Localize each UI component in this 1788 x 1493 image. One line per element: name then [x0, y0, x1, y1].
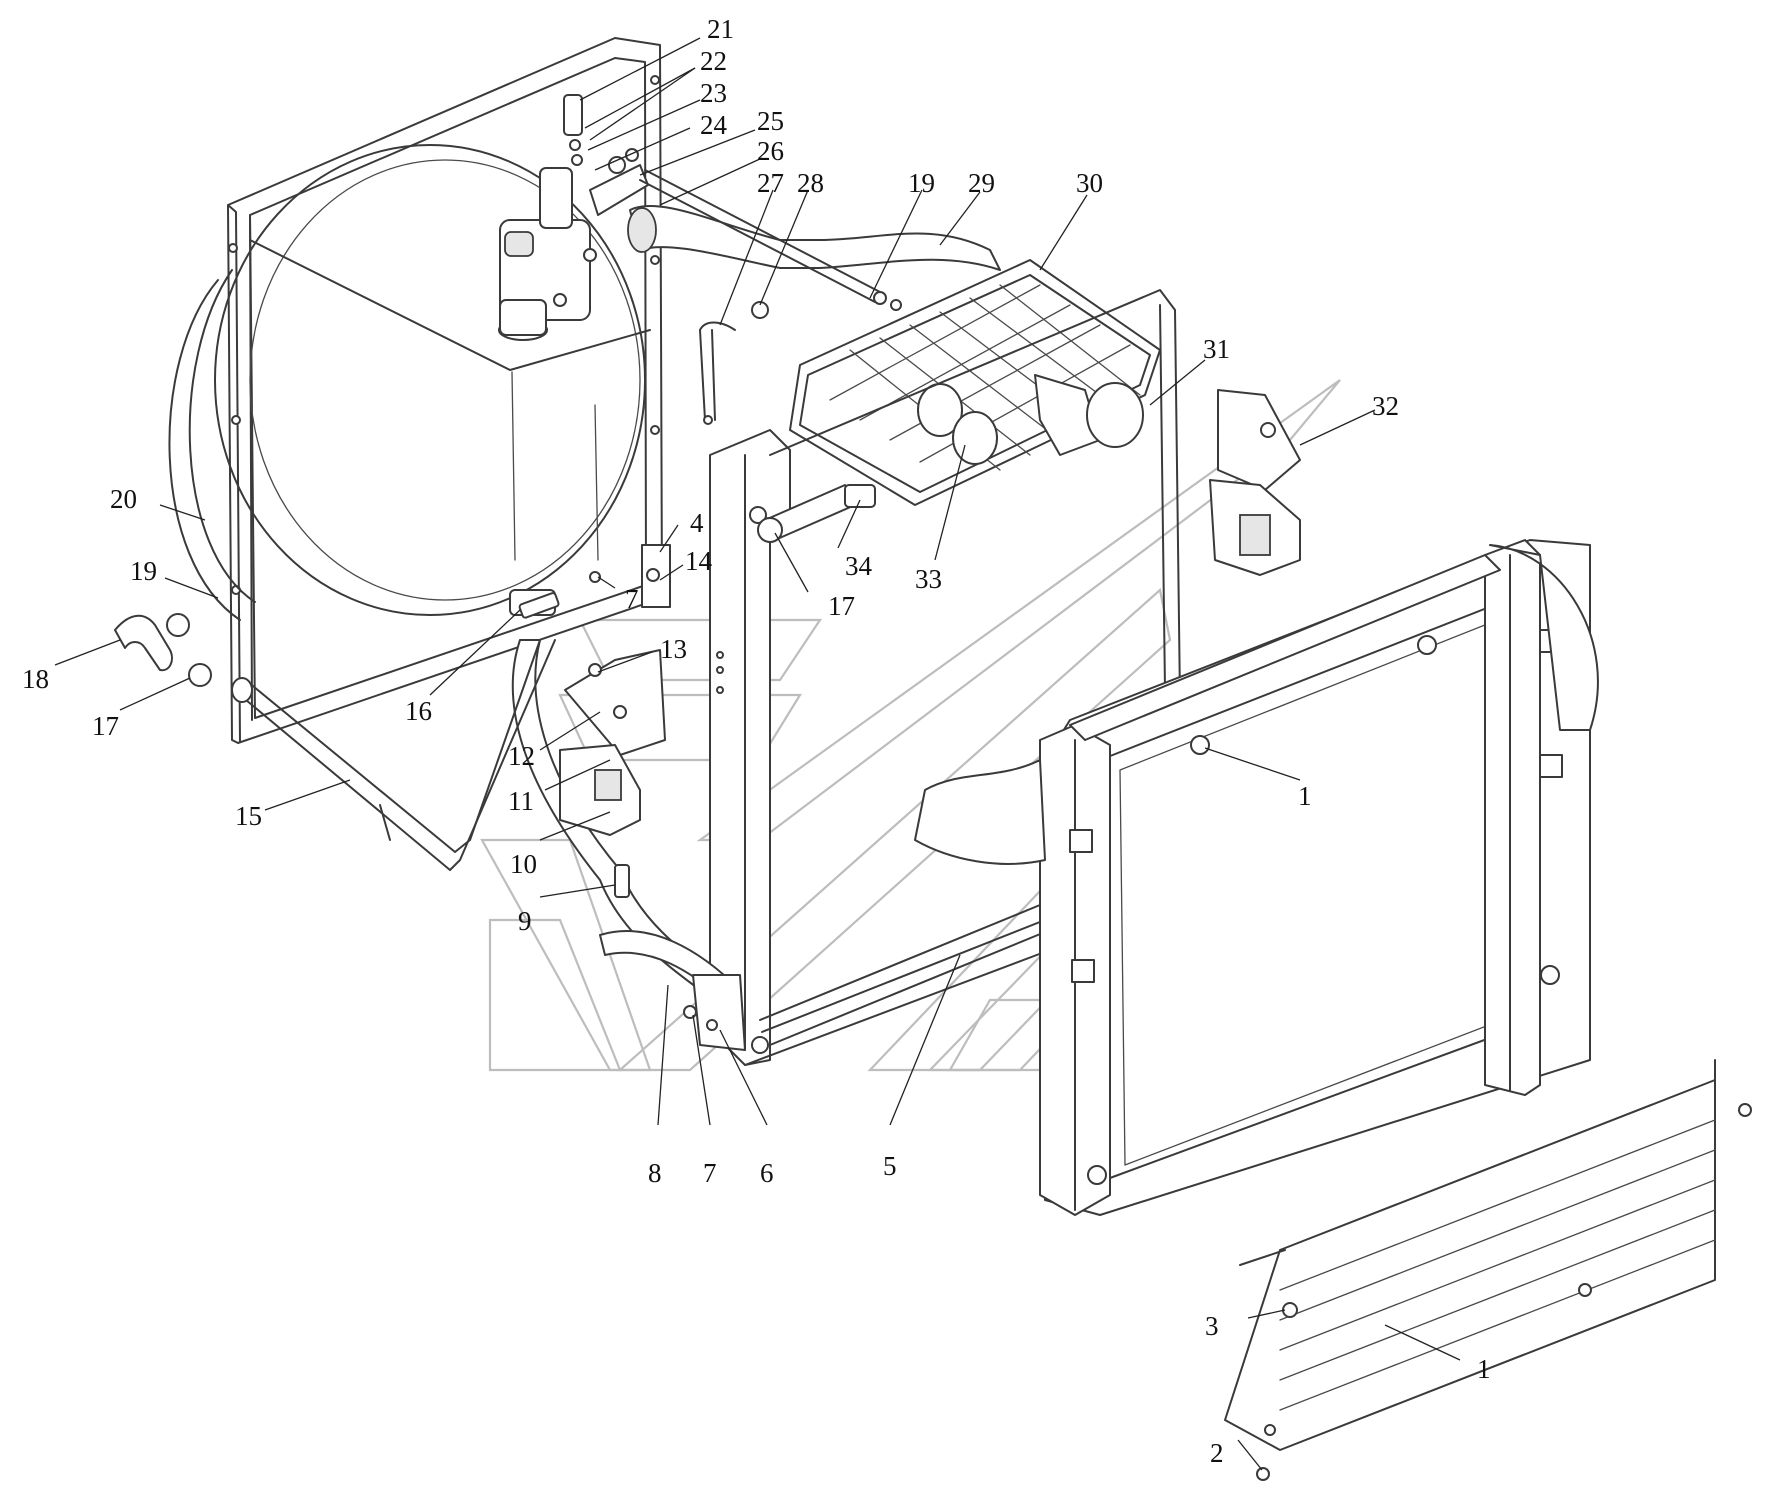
callout-5: 5	[883, 1151, 897, 1181]
thermostat-housing	[498, 94, 649, 341]
hose-18	[114, 613, 212, 687]
callout-11: 11	[508, 786, 534, 816]
callout-20: 20	[110, 484, 137, 514]
leader-lines	[54, 37, 1461, 1471]
callout-18: 18	[22, 664, 49, 694]
callout-28: 28	[797, 168, 824, 198]
callout-14: 14	[685, 546, 713, 576]
callout-16: 16	[405, 696, 432, 726]
bracket-6	[683, 974, 746, 1051]
expansion-tank	[789, 259, 1161, 506]
callout-3: 3	[1205, 1311, 1219, 1341]
fan-shroud	[214, 37, 663, 744]
callout-26: 26	[757, 136, 784, 166]
callout-31: 31	[1203, 334, 1230, 364]
bracket-32	[1209, 389, 1301, 576]
callout-8: 8	[648, 1158, 662, 1188]
callout-22: 22	[700, 46, 727, 76]
callout-13: 13	[660, 634, 687, 664]
hose-20	[168, 269, 256, 621]
callout-25: 25	[757, 106, 784, 136]
callout-12: 12	[508, 741, 535, 771]
callout-30: 30	[1076, 168, 1103, 198]
callout-6: 6	[760, 1158, 774, 1188]
callout-1-lower: 1	[1477, 1354, 1491, 1384]
callout-7-upper: 7	[625, 584, 639, 614]
stud-9	[614, 864, 630, 898]
upper-hose	[627, 205, 1001, 271]
callout-21: 21	[707, 14, 734, 44]
callout-labels: 21 22 23 24 25 26 27 28 19 29 30 31 32 2…	[22, 14, 1491, 1468]
callout-24: 24	[700, 110, 728, 140]
radiator-core	[914, 539, 1599, 1216]
callout-2: 2	[1210, 1438, 1224, 1468]
callout-19-left: 19	[130, 556, 157, 586]
lower-panel	[1224, 1059, 1752, 1481]
callout-27: 27	[757, 168, 784, 198]
callout-33: 33	[915, 564, 942, 594]
callout-4: 4	[690, 508, 704, 538]
callout-1-upper: 1	[1298, 781, 1312, 811]
small-hose-27	[699, 301, 769, 425]
breather-pipe	[639, 169, 902, 311]
callout-7-lower: 7	[703, 1158, 717, 1188]
callout-17-left: 17	[92, 711, 119, 741]
callout-19-top: 19	[908, 168, 935, 198]
bracket-10	[559, 744, 641, 836]
callout-32: 32	[1372, 391, 1399, 421]
callout-17-center: 17	[828, 591, 855, 621]
callout-34: 34	[845, 551, 873, 581]
callout-10: 10	[510, 849, 537, 879]
bracket-13	[564, 649, 666, 756]
callout-9: 9	[518, 906, 532, 936]
callout-29: 29	[968, 168, 995, 198]
callout-15: 15	[235, 801, 262, 831]
callout-23: 23	[700, 78, 727, 108]
pipe-15	[231, 589, 560, 871]
pipe-5	[759, 904, 1046, 1033]
bracket-4	[589, 544, 671, 608]
